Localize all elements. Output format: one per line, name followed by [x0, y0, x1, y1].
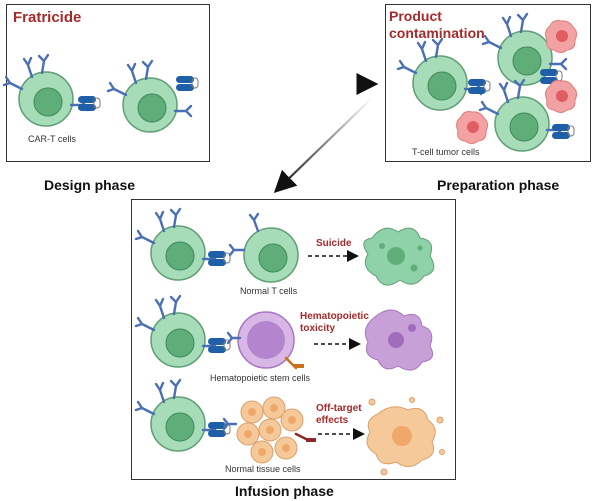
cart-cell-1 — [2, 53, 89, 128]
tumor-cell-3 — [456, 111, 489, 144]
normal-tissue-cells — [222, 396, 316, 464]
arrow-preparation-to-infusion — [273, 97, 373, 194]
hematopoietic-label-line1: Hematopoietic — [300, 311, 369, 322]
tumor-cell-2 — [545, 80, 578, 113]
product-title-line2: contamination — [389, 25, 485, 41]
normal-tissue-cells-label: Normal tissue cells — [225, 464, 301, 474]
cart-cells-label: CAR-T cells — [28, 134, 76, 144]
binding-pill-2 — [175, 75, 199, 92]
dead-t-cell — [363, 227, 435, 286]
product-title-line1: Product — [389, 8, 442, 24]
normal-t-cells-label: Normal T cells — [240, 286, 298, 296]
infusion-cart-cell-3 — [134, 378, 221, 453]
off-target-label-line2: effects — [316, 415, 349, 426]
design-phase-label: Design phase — [44, 177, 136, 193]
normal-t-cell — [228, 212, 299, 283]
stem-cells-label: Hematopoietic stem cells — [210, 373, 311, 383]
binding-pill-5 — [551, 123, 575, 140]
tumor-cell-1 — [545, 20, 578, 53]
hematopoietic-label-line2: toxicity — [300, 323, 336, 334]
fratricide-title: Fratricide — [13, 9, 82, 26]
tumor-cells-label: T-cell tumor cells — [412, 147, 480, 157]
hematopoietic-stem-cell — [226, 311, 304, 370]
infusion-phase-label: Infusion phase — [235, 483, 334, 499]
infusion-cart-cell-1 — [134, 207, 221, 282]
binding-pill-1 — [77, 95, 101, 112]
suicide-label: Suicide — [316, 238, 352, 249]
cart-cell-3 — [396, 37, 483, 112]
preparation-phase-label: Preparation phase — [437, 177, 560, 193]
dead-tissue-cell — [366, 397, 445, 476]
cart-cell-2 — [106, 59, 193, 134]
dead-stem-cell — [364, 309, 434, 371]
infusion-cart-cell-2 — [134, 294, 221, 369]
off-target-label-line1: Off-target — [316, 403, 362, 414]
